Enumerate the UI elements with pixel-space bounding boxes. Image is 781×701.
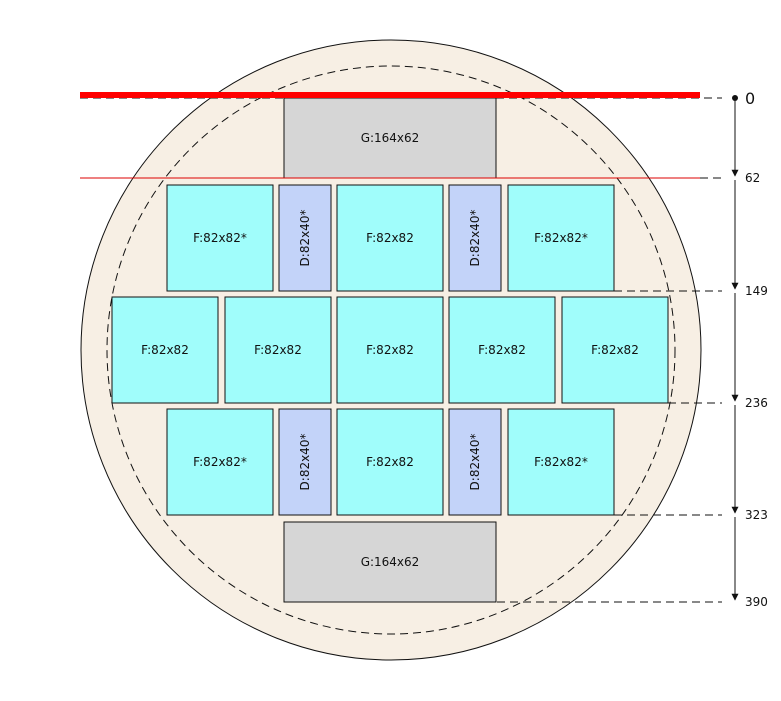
die-label: F:82x82: [366, 455, 414, 469]
dimension-label-62: 62: [745, 171, 760, 185]
die-g-r4-c0: G:164x62: [283, 521, 497, 603]
die-label: F:82x82*: [193, 455, 247, 469]
die-f-r2-c2: F:82x82: [336, 296, 444, 404]
die-rect: [111, 296, 219, 404]
dimension-label-323: 323: [745, 508, 768, 522]
die-rect: [507, 184, 615, 292]
die-rect: [283, 97, 497, 179]
die-label: F:82x82: [366, 343, 414, 357]
die-label: D:82x40*: [468, 210, 482, 267]
die-f-r1-c2: F:82x82: [336, 184, 444, 292]
die-label: F:82x82: [366, 231, 414, 245]
die-f-r3-c2: F:82x82: [336, 408, 444, 516]
die-g-r0-c0: G:164x62: [283, 97, 497, 179]
dimension-label-390: 390: [745, 595, 768, 609]
die-label: F:82x82*: [193, 231, 247, 245]
die-f-r3-c0: F:82x82*: [166, 408, 274, 516]
die-label: D:82x40*: [298, 434, 312, 491]
die-label: F:82x82: [478, 343, 526, 357]
die-rect: [336, 184, 444, 292]
die-f-r2-c4: F:82x82: [561, 296, 669, 404]
die-rect: [336, 408, 444, 516]
die-rect: [561, 296, 669, 404]
die-label: D:82x40*: [468, 434, 482, 491]
die-label: G:164x62: [361, 555, 420, 569]
die-rect: [283, 521, 497, 603]
dimension-axis: 0 62 149 236 323 390: [731, 89, 768, 609]
dimension-label-149: 149: [745, 284, 768, 298]
dimension-label-236: 236: [745, 396, 768, 410]
die-f-r1-c4: F:82x82*: [507, 184, 615, 292]
die-rect: [336, 296, 444, 404]
die-rect: [448, 184, 502, 292]
die-label: F:82x82: [591, 343, 639, 357]
die-f-r2-c0: F:82x82: [111, 296, 219, 404]
die-rect: [448, 408, 502, 516]
die-f-r3-c4: F:82x82*: [507, 408, 615, 516]
die-rect: [507, 408, 615, 516]
die-d-r1-c3: D:82x40*: [448, 184, 502, 292]
die-rect: [166, 184, 274, 292]
die-rect: [224, 296, 332, 404]
die-label: D:82x40*: [298, 210, 312, 267]
die-rect: [166, 408, 274, 516]
die-rect: [278, 408, 332, 516]
die-label: G:164x62: [361, 131, 420, 145]
die-rect: [448, 296, 556, 404]
die-d-r1-c1: D:82x40*: [278, 184, 332, 292]
die-f-r1-c0: F:82x82*: [166, 184, 274, 292]
die-rect: [278, 184, 332, 292]
axis-origin-dot: [732, 95, 738, 101]
die-d-r3-c1: D:82x40*: [278, 408, 332, 516]
die-label: F:82x82*: [534, 231, 588, 245]
die-label: F:82x82*: [534, 455, 588, 469]
die-label: F:82x82: [141, 343, 189, 357]
die-f-r2-c3: F:82x82: [448, 296, 556, 404]
wafer-usable-boundary: [106, 65, 676, 635]
die-d-r3-c3: D:82x40*: [448, 408, 502, 516]
die-label: F:82x82: [254, 343, 302, 357]
die-f-r2-c1: F:82x82: [224, 296, 332, 404]
dimension-label-0: 0: [745, 89, 755, 108]
